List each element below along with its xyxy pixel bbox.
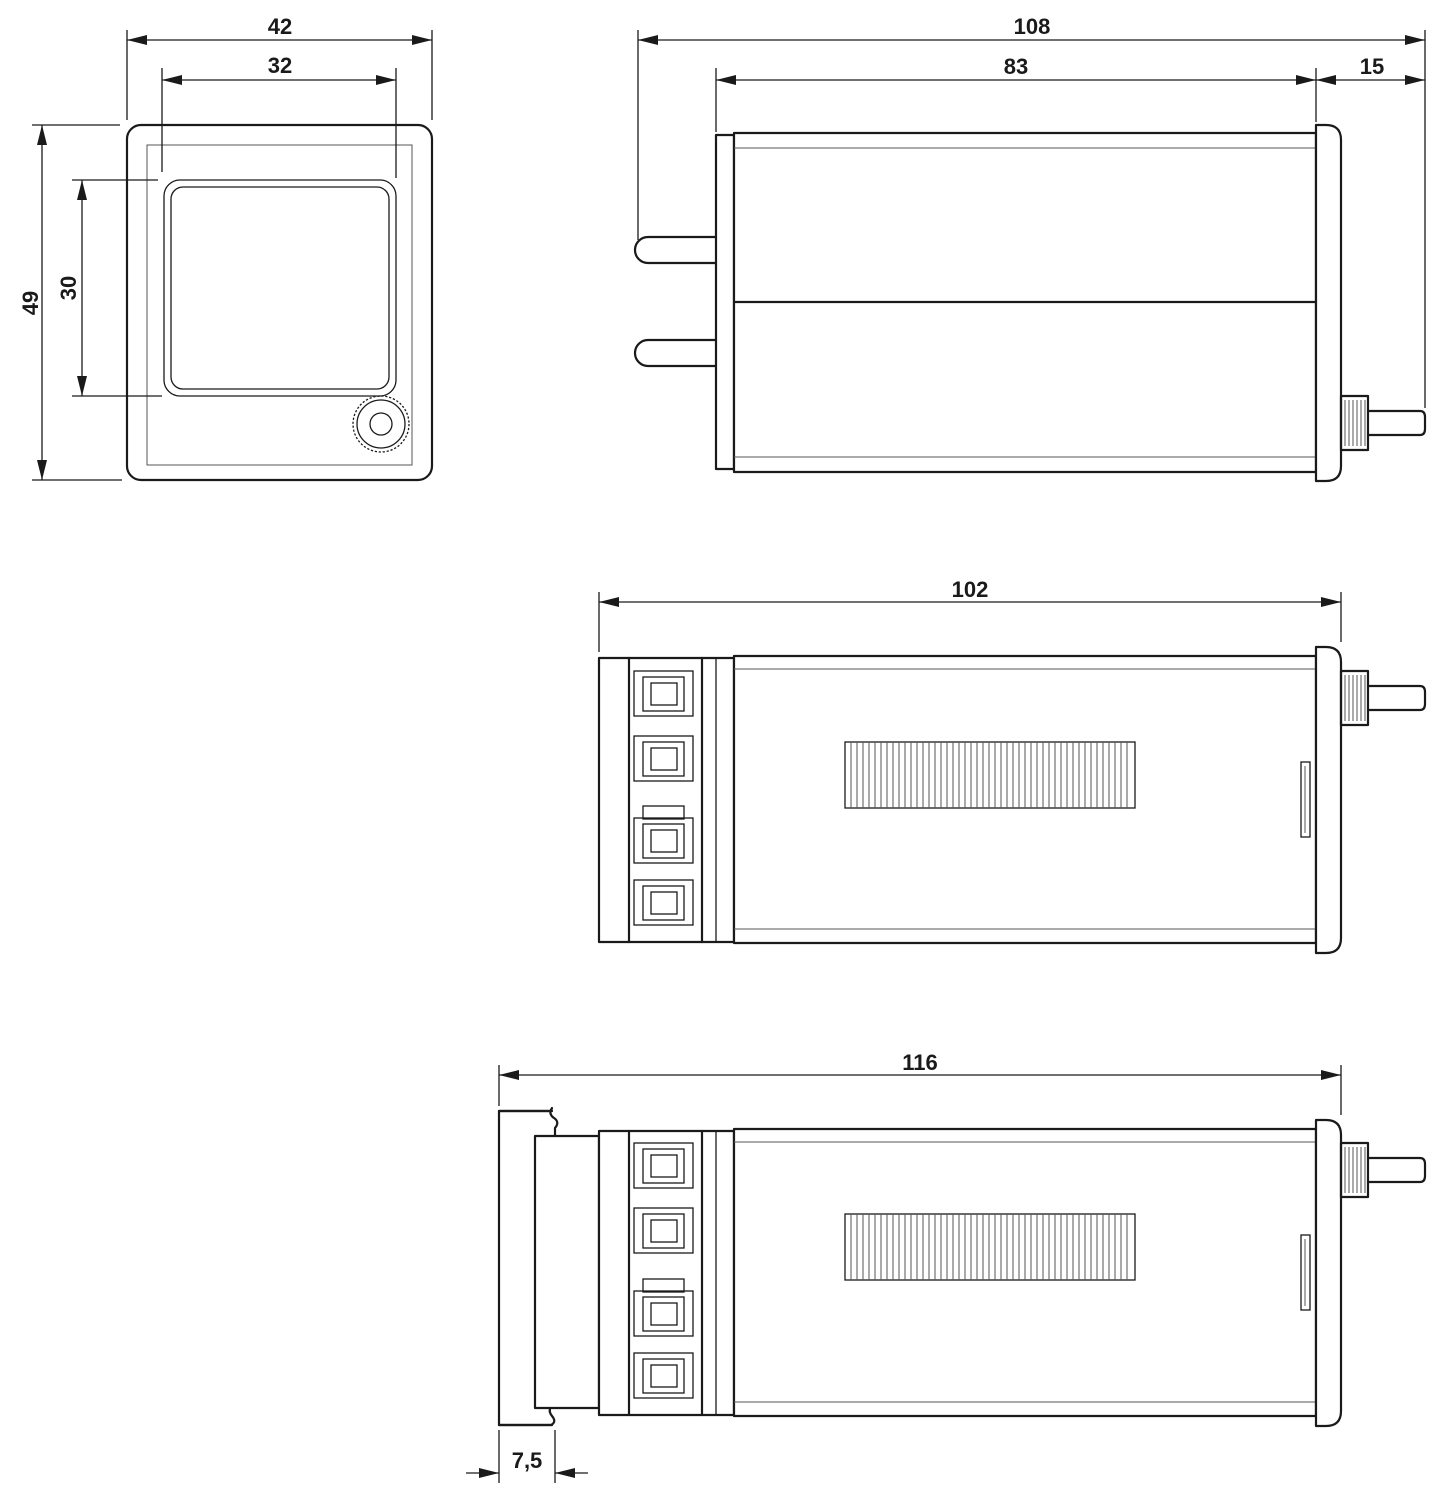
front-housing xyxy=(125,123,434,482)
front-view xyxy=(125,123,434,482)
mounted-terminal-2 xyxy=(633,1207,694,1254)
connector-pin-lower xyxy=(633,338,718,368)
terminal-1 xyxy=(633,670,694,717)
window-height-label: 30 xyxy=(56,276,81,300)
side-knob-shaft xyxy=(1366,409,1427,437)
top-total-label: 102 xyxy=(952,577,989,602)
terminal-block xyxy=(597,656,736,944)
terminal-3 xyxy=(633,805,694,864)
mounted-terminal-1 xyxy=(633,1142,694,1189)
mounted-view xyxy=(497,1106,1427,1428)
mounted-terminal-block xyxy=(597,1129,736,1417)
side-total-label: 108 xyxy=(1014,14,1051,39)
front-width-dimension: 42 xyxy=(126,14,433,120)
top-knob-knurl xyxy=(1339,669,1370,727)
vent-grille xyxy=(844,741,1136,809)
top-front-bezel xyxy=(1314,645,1343,955)
mounted-knob-knurl xyxy=(1339,1141,1370,1199)
window-height-dimension: 30 xyxy=(56,179,162,397)
side-knob-dimension: 15 xyxy=(1316,54,1425,85)
mounted-vent-grille xyxy=(844,1213,1136,1281)
side-knob-knurl xyxy=(1339,394,1370,452)
side-body-dimension: 83 xyxy=(715,54,1317,132)
mounted-clip xyxy=(1300,1234,1311,1311)
mounted-terminal-3 xyxy=(633,1278,694,1337)
terminal-2 xyxy=(633,735,694,782)
display-window-outer xyxy=(163,179,397,397)
terminal-4 xyxy=(633,879,694,926)
top-knob-shaft xyxy=(1366,684,1427,712)
top-total-dimension: 102 xyxy=(598,577,1342,652)
mounted-terminal-4 xyxy=(633,1352,694,1399)
front-width-label: 42 xyxy=(268,14,292,39)
mounted-total-dimension: 116 xyxy=(498,1050,1342,1115)
panel-thickness-label: 7,5 xyxy=(512,1448,543,1473)
mounting-clip xyxy=(1300,761,1311,838)
panel-thickness-dimension: 7,5 xyxy=(466,1430,588,1483)
side-total-dimension: 108 xyxy=(637,14,1426,408)
adjust-knob-icon xyxy=(352,395,410,453)
mounted-front-bezel xyxy=(1314,1118,1343,1428)
top-view xyxy=(597,645,1427,955)
side-knob-label: 15 xyxy=(1360,54,1384,79)
window-width-dimension: 32 xyxy=(161,53,397,178)
display-window-inner xyxy=(170,186,390,390)
side-body-label: 83 xyxy=(1004,54,1028,79)
mounted-knob-shaft xyxy=(1366,1156,1427,1184)
side-front-bezel xyxy=(1314,123,1343,483)
front-height-dimension: 49 xyxy=(18,124,122,481)
mounted-total-label: 116 xyxy=(902,1050,938,1075)
connector-pin-upper xyxy=(633,235,718,265)
side-base-plate xyxy=(714,133,736,471)
front-bezel-line xyxy=(146,144,413,466)
panel-adapter xyxy=(533,1134,601,1410)
front-height-label: 49 xyxy=(18,291,43,315)
window-width-label: 32 xyxy=(268,53,292,78)
side-view xyxy=(633,123,1427,483)
